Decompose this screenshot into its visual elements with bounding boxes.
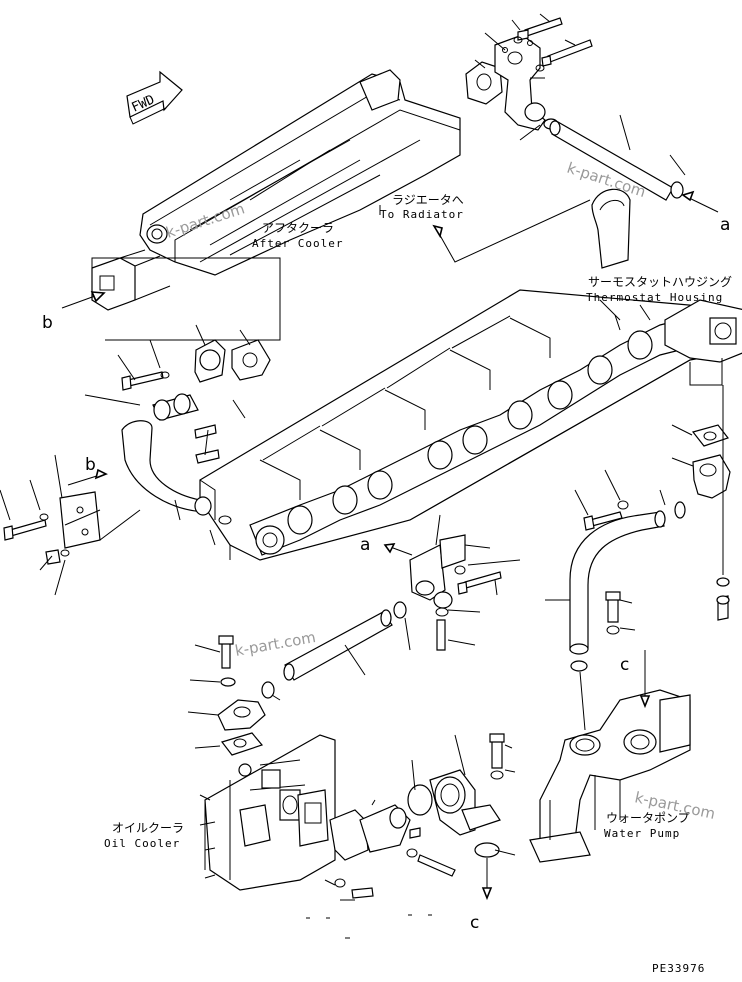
ref-letter-b-left: b xyxy=(42,313,53,333)
right-gasket-housing xyxy=(671,385,731,621)
center-bracket xyxy=(383,514,521,651)
bottom-tick-marks xyxy=(306,914,432,939)
water-pump-pipe xyxy=(545,469,686,655)
ref-letter-b-mid: b xyxy=(85,455,96,475)
oil-cooler-outlet xyxy=(187,635,281,756)
oil-cooler-body xyxy=(199,734,336,891)
aftercooler-label-jp: アフタクーラ xyxy=(262,221,334,235)
top-elbow-assembly xyxy=(465,13,593,141)
oilcooler-label-en: Oil Cooler xyxy=(104,837,180,850)
radiator-hose xyxy=(591,188,631,269)
lower-pipe xyxy=(283,609,393,681)
fwd-arrow-icon: FWD xyxy=(126,70,183,125)
oilcooler-label-jp: オイルクーラ xyxy=(112,821,184,835)
radiator-label-en: To Radiator xyxy=(380,208,464,221)
water-manifold xyxy=(249,314,721,556)
ref-letter-c-bottom: c xyxy=(470,913,479,933)
thermostat-leader xyxy=(599,299,621,321)
thermostat-label-jp: サーモスタットハウジング xyxy=(588,275,732,289)
drawing-number: PE33976 xyxy=(652,962,705,975)
left-bracket-plate xyxy=(0,454,141,596)
radiator-pipe xyxy=(549,114,719,213)
after-cooler-part xyxy=(139,69,461,276)
ref-letter-a-top: a xyxy=(720,215,730,235)
lower-elbow-group xyxy=(324,733,516,901)
aftercooler-label-en: After Cooler xyxy=(252,237,343,250)
waterpump-label-en: Water Pump xyxy=(604,827,680,840)
radiator-label-jp: ラジエータへ xyxy=(392,193,464,207)
water-pump xyxy=(529,591,691,863)
radiator-leader xyxy=(379,199,591,263)
ref-arrow-b xyxy=(61,295,96,309)
waterpump-label-jp: ウォータポンプ xyxy=(606,811,690,825)
ref-letter-a-mid: a xyxy=(360,535,370,555)
after-cooler-flange-b xyxy=(91,249,281,341)
ref-letter-c-right: c xyxy=(620,655,629,675)
thermostat-housing xyxy=(614,299,742,386)
thermostat-label-en: Thermostat Housing xyxy=(586,291,723,304)
left-hose-assembly xyxy=(84,324,271,546)
